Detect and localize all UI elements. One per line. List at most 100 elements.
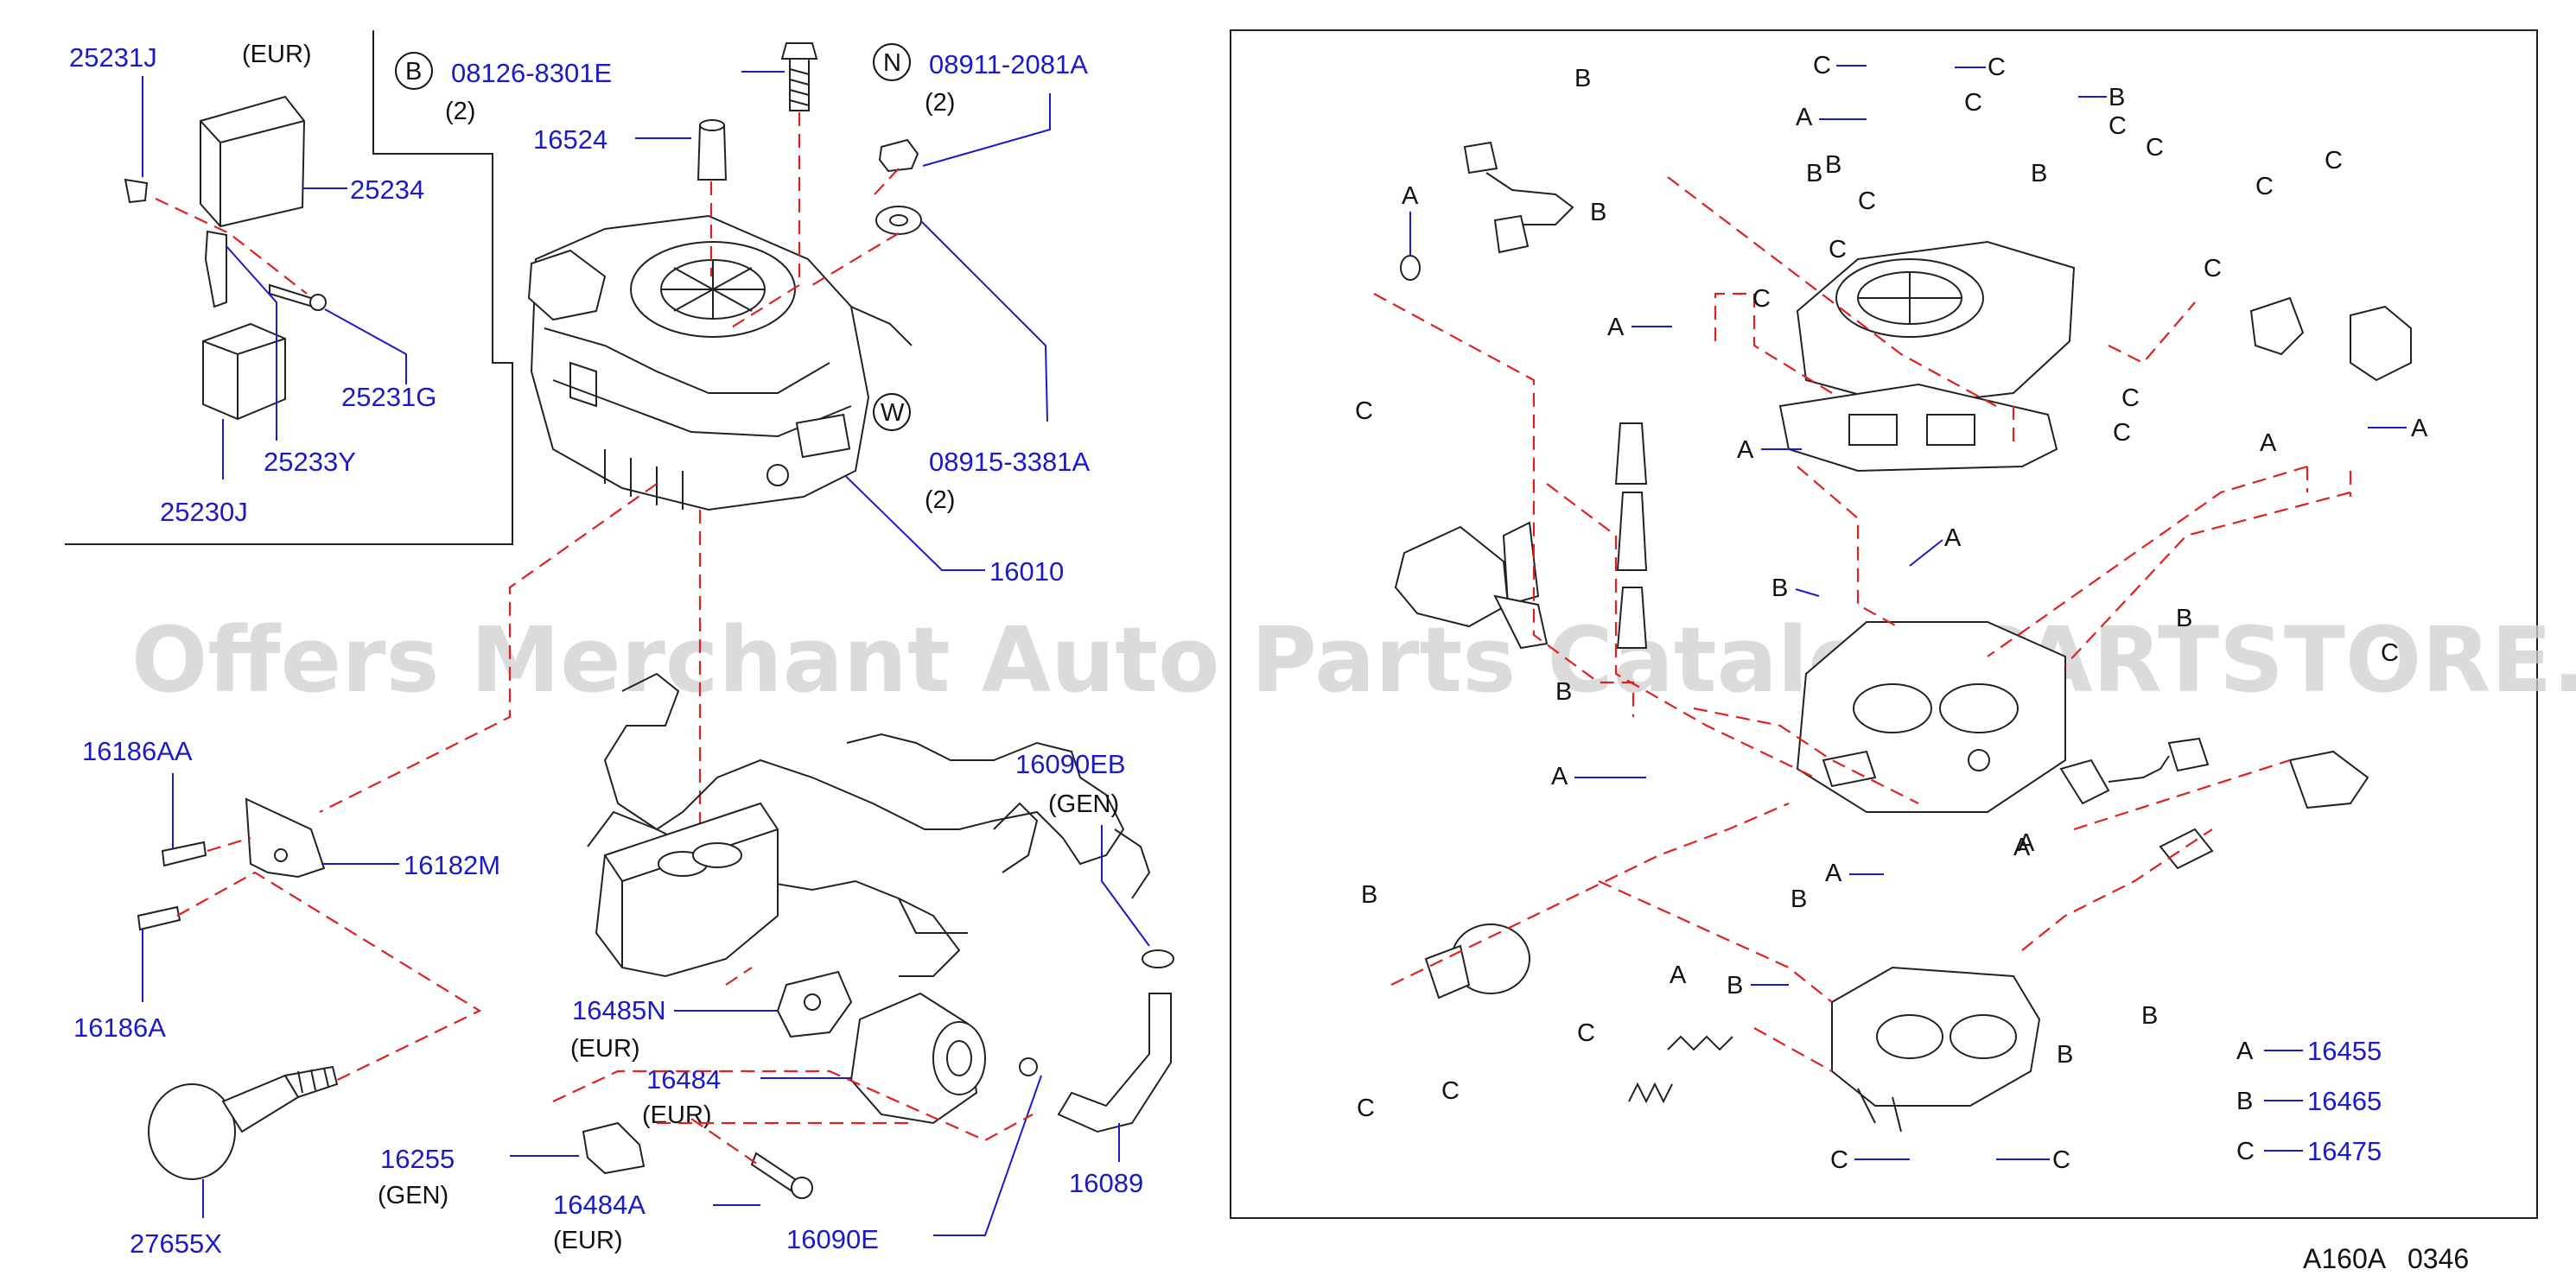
qty-b: (2) bbox=[445, 98, 475, 125]
qty-w: (2) bbox=[925, 486, 955, 514]
kit-letter-b-6: B bbox=[2031, 160, 2047, 187]
kit-legend: A 16455 B 16465 C 16475 bbox=[2236, 1036, 2382, 1166]
carburetor-kit-frame bbox=[1230, 29, 2538, 1219]
screw-25231J bbox=[124, 178, 149, 204]
kit-letter-b-10: B bbox=[1361, 881, 1377, 909]
label-16182M: 16182M bbox=[404, 850, 500, 880]
kit-letter-a-7: A bbox=[2411, 415, 2428, 442]
bolt-16186A bbox=[137, 905, 181, 931]
circle-w-letter: W bbox=[881, 399, 905, 427]
kit-letter-b-14: B bbox=[2141, 1002, 2158, 1030]
hose-16089 bbox=[1057, 993, 1172, 1133]
label-16090EB: 16090EB bbox=[1015, 749, 1126, 779]
kit-letter-a-9: A bbox=[2013, 834, 2031, 861]
kit-letter-b-2: B bbox=[1590, 199, 1606, 226]
kit-letter-c-15: C bbox=[2381, 639, 2399, 667]
top-gasket bbox=[1778, 383, 2058, 473]
stud-16524 bbox=[696, 124, 728, 181]
valve-27655X bbox=[148, 1083, 236, 1180]
kit-letter-c-4: C bbox=[1858, 187, 1876, 215]
legend-letter-b: B bbox=[2236, 1088, 2253, 1115]
kit-letter-c-16: C bbox=[1577, 1019, 1595, 1047]
nut-08911-2081A bbox=[878, 138, 919, 173]
kit-letter-a-11: A bbox=[1670, 962, 1687, 989]
label-16010: 16010 bbox=[989, 556, 1064, 587]
clamp-16090EB bbox=[1142, 949, 1174, 968]
kit-letter-b-4: B bbox=[1825, 151, 1841, 179]
kit-letter-c-9: C bbox=[2204, 255, 2222, 282]
kit-letter-b-8: B bbox=[2176, 605, 2192, 632]
kit-letter-c-14: C bbox=[1355, 397, 1373, 425]
circle-b-badge bbox=[395, 52, 433, 90]
gen-16255: (GEN) bbox=[378, 1182, 448, 1209]
label-25231G: 25231G bbox=[341, 382, 436, 412]
heater-16484 bbox=[849, 992, 978, 1125]
eur-16484A: (EUR) bbox=[553, 1227, 623, 1254]
kit-letter-a-10: A bbox=[1825, 860, 1842, 887]
kit-letter-a-8: A bbox=[1551, 763, 1568, 790]
kit-letter-c-2: C bbox=[1988, 54, 2006, 81]
qty-n: (2) bbox=[925, 89, 955, 117]
kit-letter-c-13: C bbox=[2325, 147, 2343, 175]
relay-group-frame bbox=[65, 30, 513, 545]
legend-letter-c: C bbox=[2236, 1138, 2255, 1165]
legend-part-b: 16465 bbox=[2307, 1086, 2382, 1116]
label-25234: 25234 bbox=[350, 175, 424, 205]
bolt-16186AA bbox=[161, 841, 207, 867]
kit-letter-c-3: C bbox=[1964, 89, 1982, 117]
relay-box-25234 bbox=[200, 95, 306, 228]
kit-letter-b-9: B bbox=[1555, 678, 1572, 706]
kit-letter-b-1: B bbox=[1574, 65, 1591, 92]
label-08915-3381A: 08915-3381A bbox=[929, 447, 1090, 477]
label-25233Y: 25233Y bbox=[264, 447, 356, 477]
kit-letter-b-13: B bbox=[2057, 1041, 2073, 1069]
sensor-16255 bbox=[582, 1121, 646, 1175]
kit-letter-b-3: B bbox=[1806, 160, 1822, 187]
kit-letter-a-6: A bbox=[2260, 429, 2277, 457]
heater-group: 16090EB (GEN) 16089 16485N (EUR) 16484 (… bbox=[378, 749, 1174, 1254]
kit-letter-a-3: A bbox=[1796, 104, 1813, 131]
label-16524: 16524 bbox=[533, 124, 607, 155]
kit-letter-a-1: A bbox=[1402, 182, 1419, 210]
label-eur-top: (EUR) bbox=[242, 41, 312, 68]
kit-letter-c-20: C bbox=[2052, 1146, 2070, 1174]
label-16089: 16089 bbox=[1069, 1168, 1143, 1198]
carburetor-kit bbox=[1373, 141, 2412, 1133]
top-center-callouts: B 08126-8301E (2) 16524 N 08911-2081A (2… bbox=[395, 42, 1090, 587]
circle-w-badge bbox=[873, 393, 911, 431]
label-25230J: 25230J bbox=[160, 497, 248, 527]
label-08911-2081A: 08911-2081A bbox=[929, 49, 1088, 79]
choke-diaphragm bbox=[1394, 525, 1510, 628]
kit-letter-a-12: A bbox=[2018, 829, 2035, 857]
kit-letter-b-5: B bbox=[2109, 84, 2125, 111]
circle-b-letter: B bbox=[405, 58, 422, 86]
kit-letter-labels: A A A A A A A A A A A A B B B B B B B B … bbox=[1355, 52, 2428, 1174]
gen-16090EB: (GEN) bbox=[1048, 790, 1119, 818]
legend-part-a: 16455 bbox=[2307, 1036, 2382, 1066]
boot-bellows bbox=[1614, 422, 1648, 485]
throttle-lever bbox=[2288, 750, 2369, 809]
circle-n-badge bbox=[873, 43, 911, 81]
fuel-cut-solenoid bbox=[2059, 758, 2110, 805]
bracket-25233Y bbox=[204, 230, 227, 308]
label-27655X: 27655X bbox=[130, 1228, 222, 1259]
legend-part-c: 16475 bbox=[2307, 1136, 2382, 1166]
kit-letter-c-5: C bbox=[1829, 236, 1847, 263]
kit-letter-a-4: A bbox=[1737, 436, 1754, 464]
label-08126-8301E: 08126-8301E bbox=[451, 58, 612, 88]
gasket-16485N bbox=[776, 970, 853, 1038]
relay-25230J bbox=[202, 322, 286, 421]
kit-letter-c-19: C bbox=[1830, 1146, 1848, 1174]
kit-letter-b-12: B bbox=[1727, 972, 1743, 1000]
label-16484: 16484 bbox=[646, 1064, 721, 1095]
kit-letter-c-7: C bbox=[2109, 112, 2127, 140]
label-16090E: 16090E bbox=[786, 1224, 879, 1254]
label-16255: 16255 bbox=[380, 1144, 455, 1174]
intake-manifold bbox=[587, 672, 1151, 978]
kit-letter-c-10: C bbox=[2121, 384, 2140, 412]
diagram-ref: A160A 0346 bbox=[2303, 1243, 2469, 1274]
kit-letter-c-17: C bbox=[1357, 1095, 1375, 1122]
relay-group: 25231J (EUR) 25234 25231G 25233Y 25230J bbox=[69, 41, 436, 527]
circle-n-letter: N bbox=[883, 49, 901, 77]
